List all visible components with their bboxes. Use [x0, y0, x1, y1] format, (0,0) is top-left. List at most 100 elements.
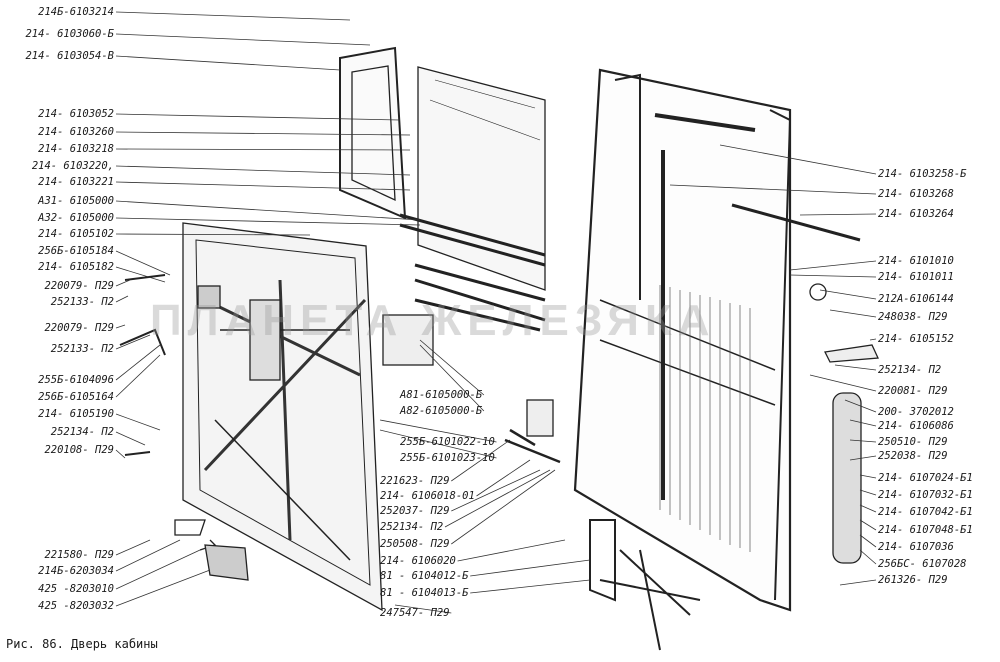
part-label-right: 214- 6103264: [878, 208, 954, 220]
part-label-left: 256Б-6105184: [38, 245, 114, 257]
lock-button: [824, 344, 879, 363]
part-label-center: А81-6105000-Б: [400, 389, 483, 401]
part-label-right: 256БС- 6107028: [878, 558, 967, 570]
part-label-right: 214- 6101011: [878, 271, 954, 283]
part-label-left: 214- 6105190: [38, 408, 114, 420]
watermark: ПЛАНЕТА ЖЕЛЕЗЯКА: [150, 296, 716, 345]
leader-line: [115, 295, 129, 303]
part-label-right: 248038- П29: [878, 311, 948, 323]
door-catch: [526, 399, 554, 437]
leader-line: [451, 469, 556, 545]
part-label-left: 255Б-6104096: [38, 374, 114, 386]
part-label-left: 214- 6103052: [38, 108, 114, 120]
leader-line: [444, 469, 551, 528]
leader-line: [859, 549, 877, 565]
leader-line: [849, 439, 877, 443]
door-glass: [417, 66, 546, 291]
part-label-right: 261326- П29: [878, 574, 948, 586]
part-label-left: 214- 6105182: [38, 261, 114, 273]
part-label-left: 214- 6103260: [38, 126, 114, 138]
leader-line: [115, 413, 161, 431]
leader-line: [829, 309, 877, 318]
part-label-center: 252037- П29: [380, 505, 450, 517]
part-label-left: 214- 6103218: [38, 143, 114, 155]
inner-handle-cup: [204, 544, 249, 581]
part-label-left: 214Б-6203034: [38, 565, 114, 577]
part-label-center: 252134- П2: [380, 521, 444, 533]
part-label-left: 256Б-6105164: [38, 391, 114, 403]
leader-line: [115, 279, 131, 287]
leader-line: [457, 539, 566, 562]
leader-line: [834, 364, 877, 371]
part-label-center: 255Б-6101022-10: [400, 436, 495, 448]
part-label-left: 214- 6103054-В: [25, 50, 114, 62]
leader-line: [869, 338, 877, 341]
leader-line: [115, 549, 201, 590]
leader-line: [115, 354, 161, 398]
part-label-right: 214- 6107048-Б1: [878, 524, 973, 536]
part-label-center: 247547- П29: [380, 607, 450, 619]
part-label-right: 214- 6107036: [878, 541, 954, 553]
leader-line: [115, 324, 126, 329]
leader-line: [859, 519, 877, 531]
panel-handle-plate: [249, 299, 281, 381]
part-label-left: 220108- П29: [44, 444, 114, 456]
part-label-right: 214- 6107042-Б1: [878, 506, 973, 518]
part-label-center: 214- 6106018-01: [380, 490, 475, 502]
part-label-left: 425 -8203010: [38, 583, 114, 595]
part-label-left: А31- 6105000: [38, 195, 114, 207]
leader-line: [115, 539, 151, 556]
leader-line: [115, 217, 421, 226]
part-label-left: 252134- П2: [50, 426, 114, 438]
leader-line: [115, 569, 211, 607]
leader-line: [799, 213, 877, 216]
part-label-right: 214- 6103268: [878, 188, 954, 200]
leader-line: [115, 148, 411, 151]
leader-line: [115, 344, 161, 381]
leader-line: [809, 374, 877, 392]
part-label-right: 252038- П29: [878, 450, 948, 462]
part-label-left: 214- 6103221: [38, 176, 114, 188]
part-label-left: 221580- П29: [44, 549, 114, 561]
part-label-center: 81 - 6104013-Б: [380, 587, 469, 599]
part-label-right: 220081- П29: [878, 385, 948, 397]
leader-line: [115, 165, 411, 176]
leader-line: [115, 233, 311, 236]
part-label-left: 214Б-6103214: [38, 6, 114, 18]
leader-line: [819, 289, 877, 300]
figure-caption: Рис. 86. Дверь кабины: [6, 637, 158, 651]
part-label-left: 220079- П29: [44, 280, 114, 292]
part-label-center: 255Б-6101023-10: [400, 452, 495, 464]
leader-line: [859, 474, 877, 479]
leader-line: [859, 504, 877, 513]
leader-line: [849, 455, 877, 461]
part-label-right: 214- 6101010: [878, 255, 954, 267]
part-label-right: 252134- П2: [878, 364, 942, 376]
part-label-right: 214- 6105152: [878, 333, 954, 345]
part-label-right: 212А-6106144: [878, 293, 954, 305]
leader-line: [839, 579, 877, 586]
part-label-center: 250508- П29: [380, 538, 450, 550]
part-label-left: 214- 6103060-Б: [25, 28, 114, 40]
leader-line: [419, 339, 485, 396]
leader-line: [115, 539, 181, 572]
part-label-left: 214- 6105102: [38, 228, 114, 240]
leader-line: [115, 431, 146, 446]
leader-line: [394, 604, 452, 614]
part-label-left: А32- 6105000: [38, 212, 114, 224]
latch-bracket: [382, 314, 434, 366]
leader-line: [451, 469, 541, 512]
leader-line: [115, 11, 351, 21]
leader-line: [115, 250, 171, 276]
leader-line: [115, 449, 126, 459]
part-label-right: 214- 6103258-Б: [878, 168, 967, 180]
leader-line: [849, 419, 877, 427]
part-label-center: 81 - 6104012-Б: [380, 570, 469, 582]
part-label-left: 252133- П2: [50, 343, 114, 355]
part-label-right: 250510- П29: [878, 436, 948, 448]
leader-line: [789, 274, 877, 278]
leader-line: [379, 419, 497, 443]
leader-line: [859, 489, 877, 496]
part-label-left: 425 -8203032: [38, 600, 114, 612]
